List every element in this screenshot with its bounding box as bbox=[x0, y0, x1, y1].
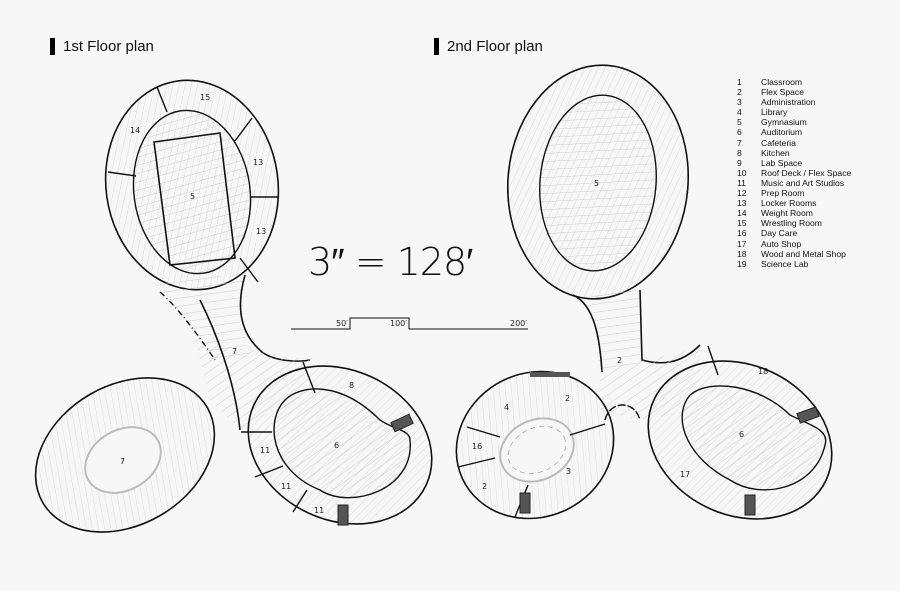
room-label: 7 bbox=[232, 347, 237, 356]
room-label: 11 bbox=[260, 446, 270, 455]
room-label: 17 bbox=[680, 470, 690, 479]
title-marker bbox=[50, 38, 55, 55]
room-label: 5 bbox=[190, 192, 195, 201]
room-label: 8 bbox=[349, 381, 354, 390]
room-label: 3 bbox=[566, 467, 571, 476]
floor2-title: 2nd Floor plan bbox=[434, 38, 543, 55]
floor1-plan: 15 14 13 13 5 7 7 8 6 11 11 11 bbox=[34, 79, 433, 533]
floor2-plan: 5 2 2 4 16 2 3 18 6 17 bbox=[455, 64, 833, 520]
room-label: 11 bbox=[281, 482, 291, 491]
room-label: 18 bbox=[758, 367, 768, 376]
room-label: 6 bbox=[334, 441, 339, 450]
room-label: 5 bbox=[594, 179, 599, 188]
room-label: 2 bbox=[482, 482, 487, 491]
room-label: 11 bbox=[314, 506, 324, 515]
room-label: 4 bbox=[504, 403, 509, 412]
scale-tick-50: 50′ bbox=[336, 319, 348, 328]
room-label: 2 bbox=[617, 356, 622, 365]
scale-tick-200: 200′ bbox=[510, 319, 527, 328]
room-label: 13 bbox=[253, 158, 263, 167]
floor1-title: 1st Floor plan bbox=[50, 38, 154, 55]
room-label: 13 bbox=[256, 227, 266, 236]
title-marker bbox=[434, 38, 439, 55]
room-label: 7 bbox=[120, 457, 125, 466]
floor2-title-text: 2nd Floor plan bbox=[447, 38, 543, 55]
room-label: 16 bbox=[472, 442, 482, 451]
room-label: 2 bbox=[565, 394, 570, 403]
scale-tick-100: 100′ bbox=[390, 319, 407, 328]
scale-ratio: 3″ = 128′ bbox=[308, 240, 473, 284]
room-label: 15 bbox=[200, 93, 210, 102]
floor1-title-text: 1st Floor plan bbox=[63, 38, 154, 55]
scale-bar: 50′ 100′ 200′ bbox=[291, 317, 528, 330]
room-label: 14 bbox=[130, 126, 140, 135]
room-label: 6 bbox=[739, 430, 744, 439]
